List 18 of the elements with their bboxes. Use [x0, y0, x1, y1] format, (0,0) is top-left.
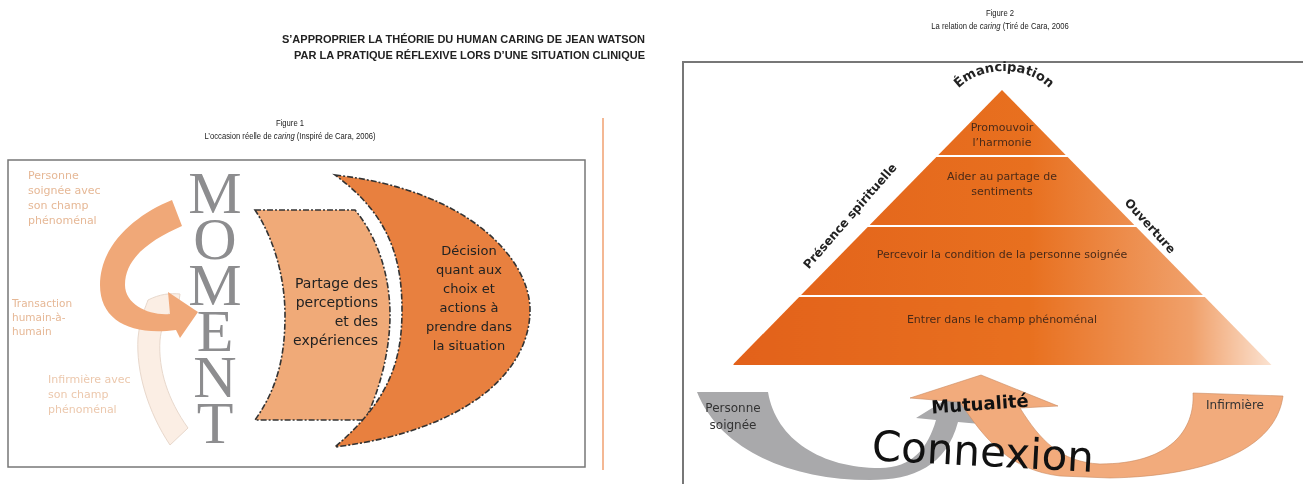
- node-text: Décision quant aux choix et actions à prendre dans la situation: [425, 242, 513, 355]
- node-text: Entrer dans le champ phénoménal: [905, 312, 1099, 327]
- figure-caption: L’occasion réelle de caring (Inspiré de Cara, 2006): [203, 130, 377, 142]
- vertical-word: MOMENT: [187, 170, 243, 446]
- figure-number: Figure 2: [984, 7, 1016, 19]
- dashed-panel: [255, 210, 390, 420]
- faded-label: Personne soignée avec son champ phénoménal: [28, 168, 102, 228]
- node-text: Promouvoir l’harmonie: [969, 120, 1035, 150]
- arrow-label: Mutualité: [929, 388, 1031, 420]
- figure-caption: La relation de caring (Tiré de Cara, 2006: [930, 20, 1070, 32]
- node-text: Aider au partage de sentiments: [946, 169, 1058, 199]
- page-title: S’APPROPRIER LA THÉORIE DU HUMAN CARING DE JEAN WATSON PAR LA PRATIQUE RÉFLEXIVE LORS D’UNE SITUATION CLINIQUE: [280, 32, 645, 63]
- faded-label: Transaction humain-à-humain: [12, 296, 74, 338]
- arrow-label: Infirmière: [1205, 397, 1265, 413]
- faded-label: Infirmière avec son champ phénoménal: [48, 372, 132, 417]
- node-text: Partage des perceptions et des expériences: [292, 274, 378, 350]
- big-word: Connexion: [869, 420, 1097, 484]
- figure-number: Figure 1: [274, 117, 306, 129]
